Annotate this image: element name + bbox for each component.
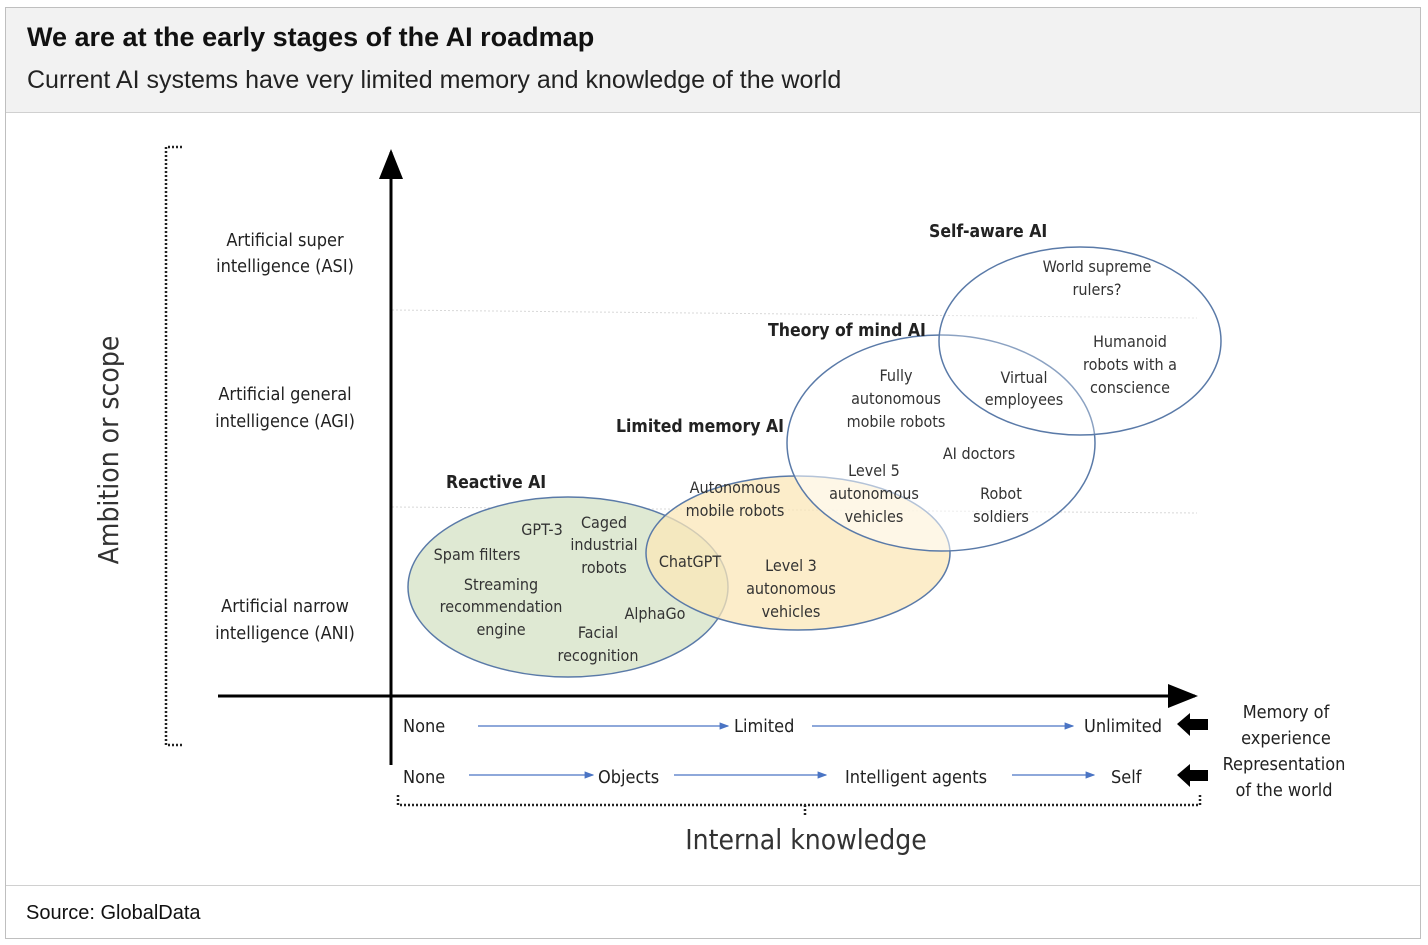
representation-step-none: None (403, 767, 445, 788)
source-note: Source: GlobalData (26, 902, 201, 924)
memory-step-unlimited: Unlimited (1084, 716, 1162, 737)
item-spam-filters: Spam filters (434, 545, 521, 564)
theory-of-mind-ai-title: Theory of mind AI (768, 321, 926, 341)
self-aware-ai-title: Self-aware AI (929, 222, 1047, 242)
item-ai-doctors: AI doctors (943, 444, 1015, 463)
limited-memory-ai-title: Limited memory AI (616, 417, 784, 437)
figure-subtitle: Current AI systems have very limited mem… (27, 66, 842, 94)
item-gpt3: GPT-3 (521, 520, 563, 539)
representation-pointer-arrow-icon (1177, 764, 1208, 787)
header: We are at the early stages of the AI roa… (6, 8, 1420, 113)
figure-frame (5, 7, 1421, 939)
memory-step-limited: Limited (734, 716, 794, 737)
memory-pointer-arrow-icon (1177, 713, 1208, 736)
self-aware-ai-ellipse (938, 246, 1222, 436)
theory-of-mind-ai-ellipse (786, 334, 1096, 552)
y-axis-label: Ambition or scope (92, 336, 125, 565)
reactive-ai-title: Reactive AI (446, 473, 546, 493)
x-axis-label: Internal knowledge (685, 823, 927, 856)
x-knowledge-bracket (396, 795, 1202, 815)
item-alphago: AlphaGo (625, 604, 686, 623)
footer: Source: GlobalData (6, 885, 1420, 939)
memory-step-none: None (403, 716, 445, 737)
figure-title: We are at the early stages of the AI roa… (27, 22, 595, 52)
y-scope-bracket (164, 145, 182, 747)
representation-step-intelligent-agents: Intelligent agents (845, 767, 987, 788)
representation-step-objects: Objects (598, 767, 659, 788)
representation-step-self: Self (1111, 767, 1143, 788)
item-chatgpt: ChatGPT (659, 552, 721, 571)
